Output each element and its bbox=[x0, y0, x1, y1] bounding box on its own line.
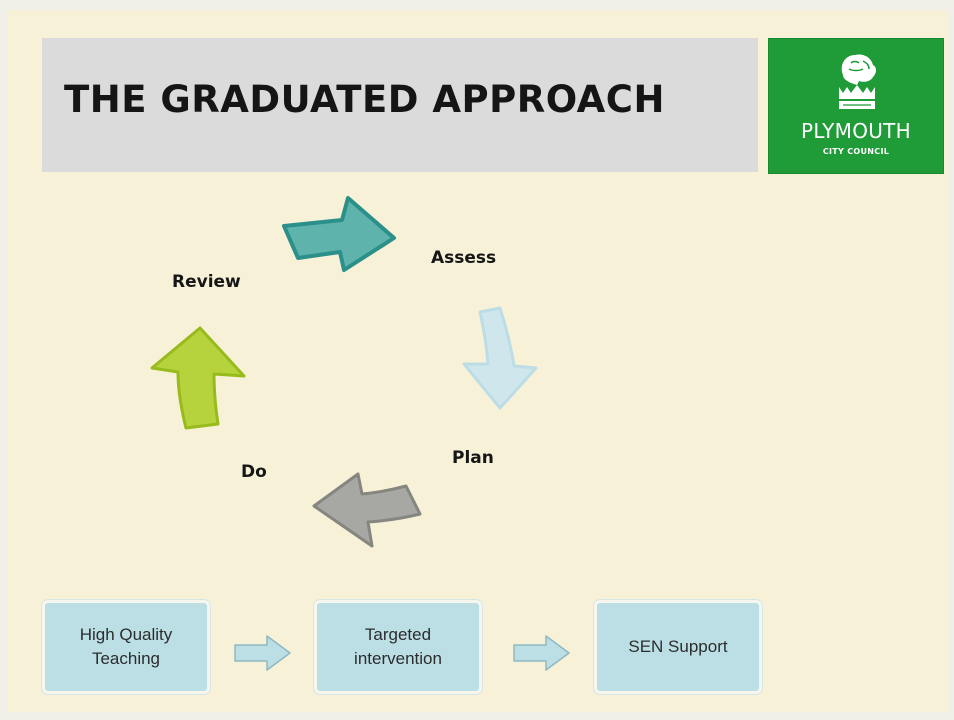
title-bar bbox=[42, 38, 758, 172]
page-title: THE GRADUATED APPROACH bbox=[64, 78, 665, 121]
pathway-box-label: Targeted intervention bbox=[354, 625, 442, 668]
pathway-box-targeted-intervention: Targeted intervention bbox=[314, 600, 482, 694]
pathway-box-label: High Quality Teaching bbox=[79, 625, 173, 668]
logo-subtitle: CITY COUNCIL bbox=[822, 147, 890, 156]
cycle-arrow-do bbox=[312, 472, 422, 548]
stage-label-review: Review bbox=[172, 272, 241, 292]
council-logo: PLYMOUTH CITY COUNCIL bbox=[768, 38, 944, 174]
stage-label-do: Do bbox=[241, 462, 267, 482]
stage-label-assess: Assess bbox=[431, 248, 497, 268]
flow-arrow-2 bbox=[513, 635, 570, 671]
pathway-box-high-quality-teaching: High Quality Teaching bbox=[42, 600, 210, 694]
stage-label-plan: Plan bbox=[452, 448, 494, 468]
cycle-arrow-plan bbox=[462, 306, 538, 410]
cycle-arrow-review bbox=[150, 326, 246, 430]
cycle-arrow-assess bbox=[282, 196, 396, 272]
flow-arrow-1 bbox=[234, 635, 291, 671]
pathway-box-sen-support: SEN Support bbox=[594, 600, 762, 694]
logo-name: PLYMOUTH bbox=[800, 119, 912, 143]
pathway-box-label: SEN Support bbox=[628, 637, 728, 657]
lion-crest-icon bbox=[839, 54, 876, 109]
